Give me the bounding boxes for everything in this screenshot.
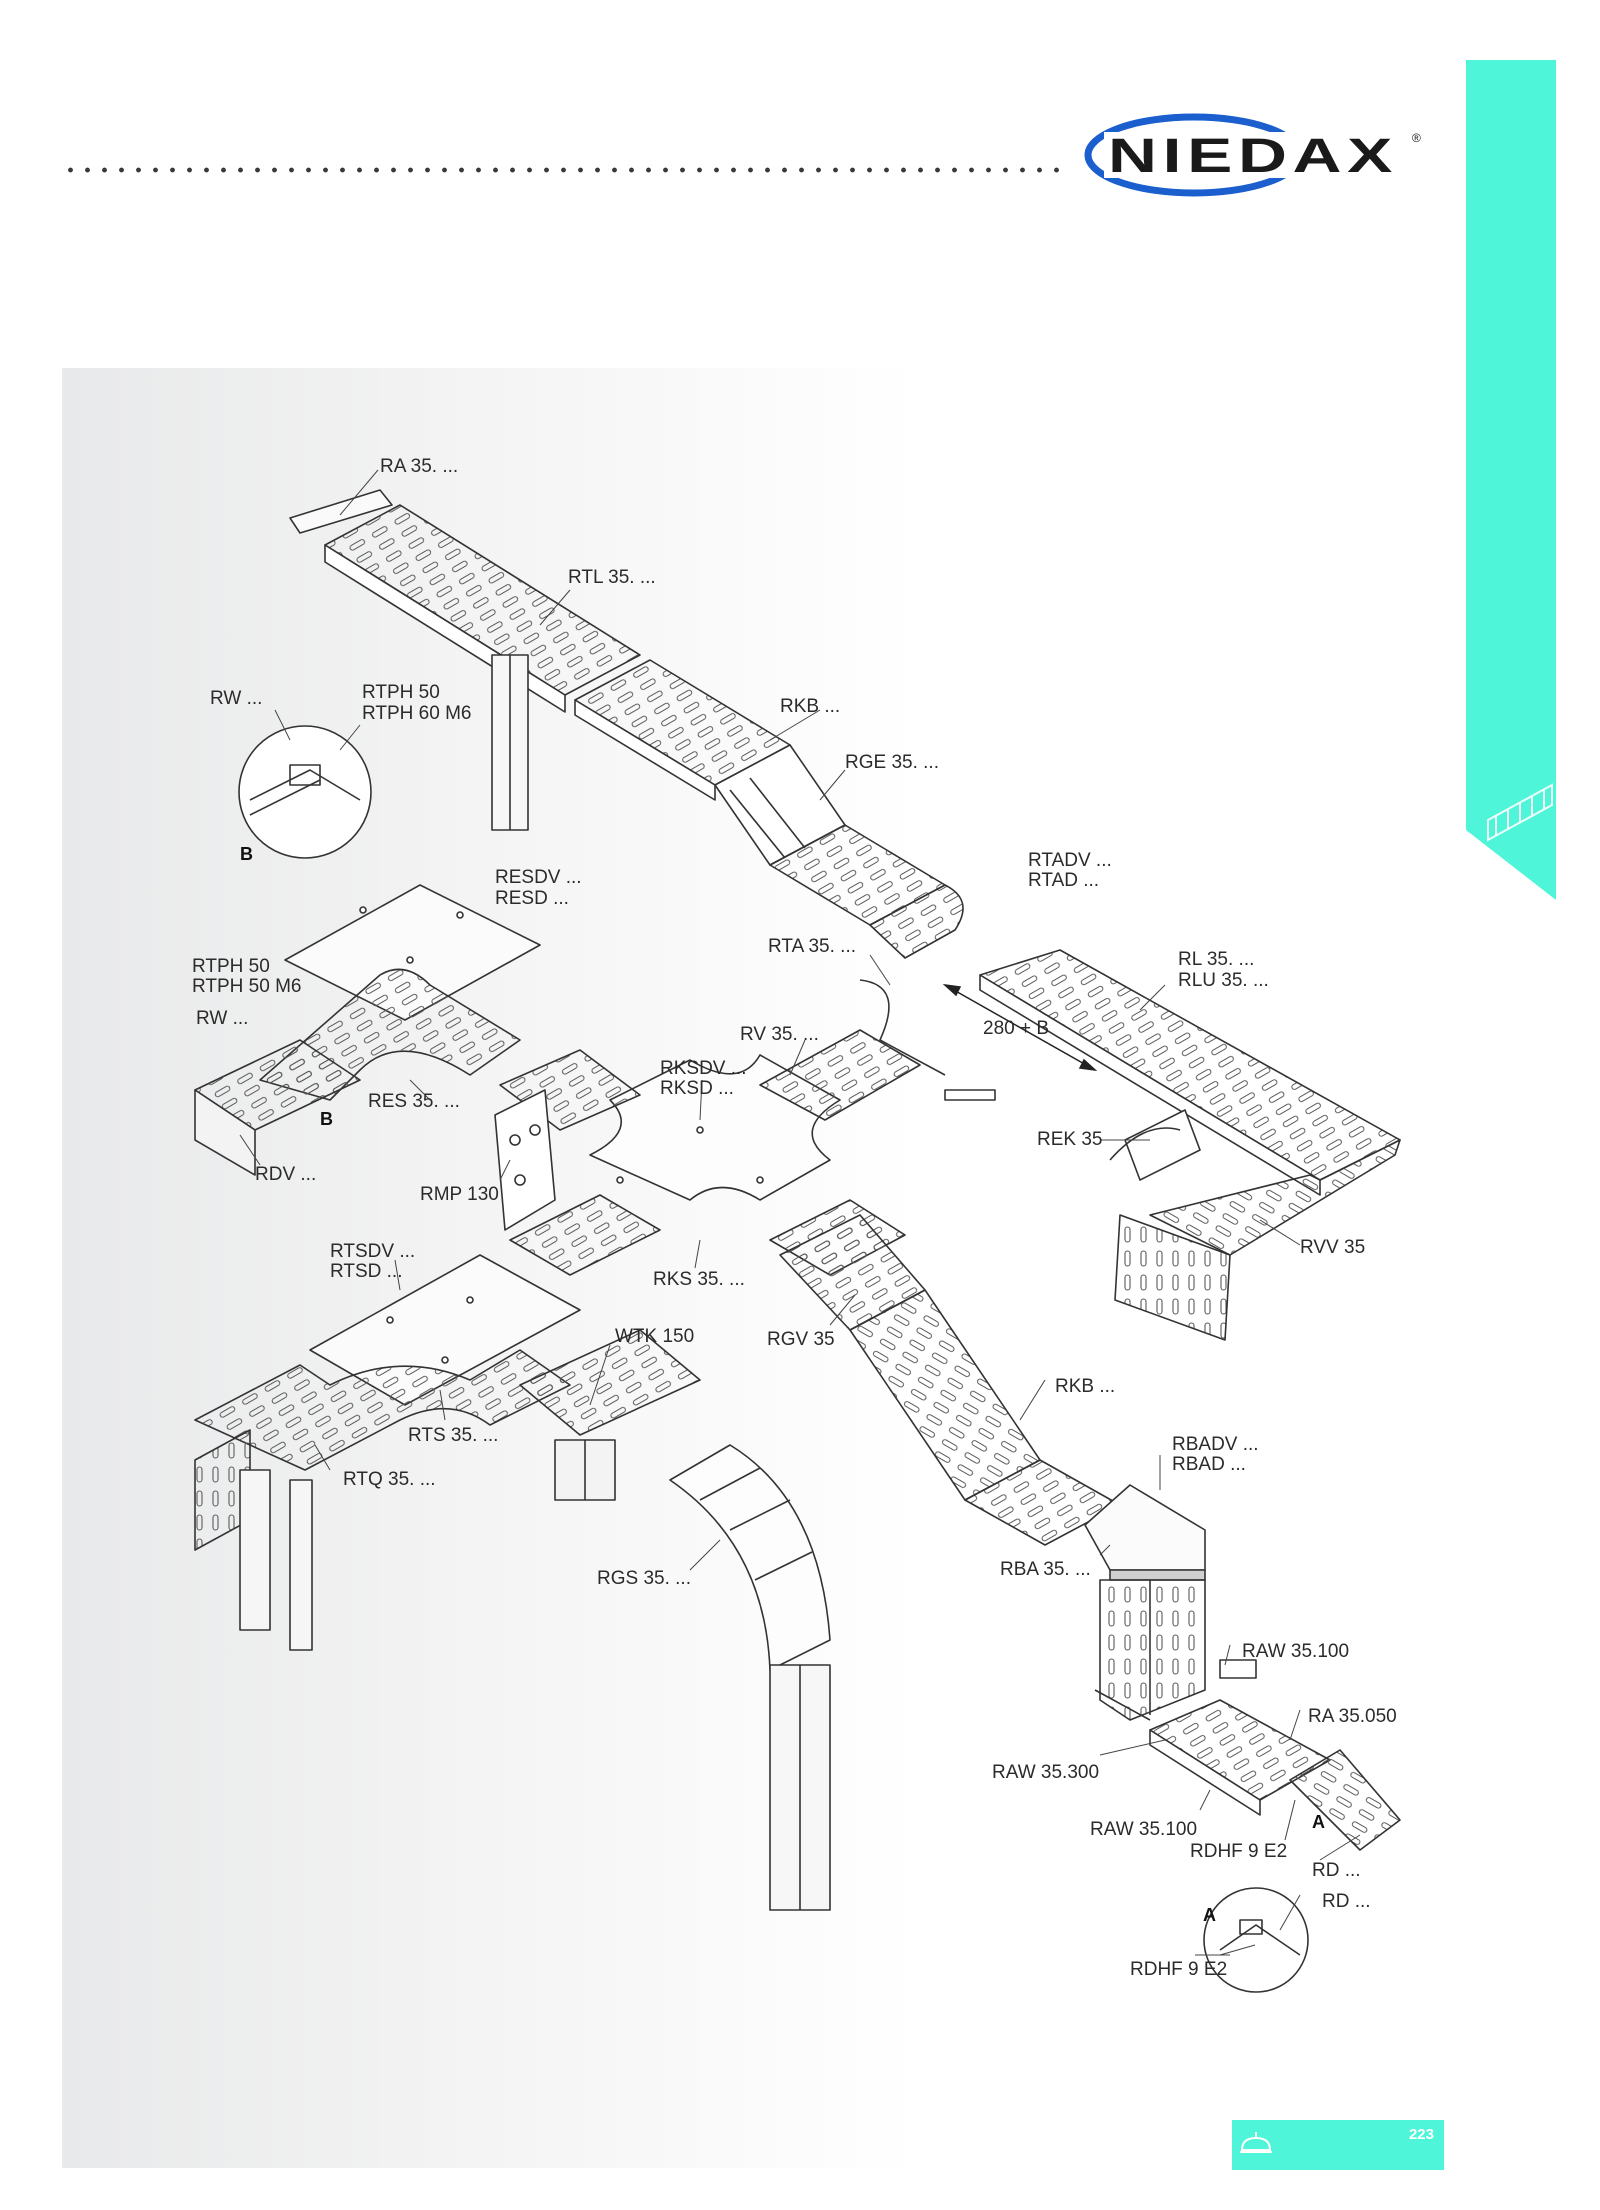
leader-lines — [239, 469, 1361, 1956]
label-wtk: WTK 150 — [615, 1326, 694, 1347]
label-rba: RBA 35. ... — [1000, 1559, 1091, 1580]
label-rbad: RBAD ... — [1172, 1454, 1246, 1475]
bend-rgs — [669, 1444, 831, 1911]
label-rek: REK 35 — [1037, 1129, 1102, 1150]
label-rtadv: RTADV ... — [1028, 850, 1112, 871]
label-rtph50-1: RTPH 50 — [362, 682, 440, 703]
label-raw300: RAW 35.300 — [992, 1762, 1099, 1783]
label-b-2: B — [320, 1109, 333, 1129]
label-raw100-2: RAW 35.100 — [1090, 1819, 1197, 1840]
tray-bottom-right — [1094, 1659, 1401, 1851]
label-rdv: RDV ... — [255, 1164, 316, 1185]
label-rtph60: RTPH 60 M6 — [362, 703, 471, 724]
label-rmp: RMP 130 — [420, 1184, 499, 1205]
dimension-280 — [942, 983, 1098, 1072]
tee-rts — [194, 1349, 571, 1651]
bracket-wtk — [519, 1329, 701, 1501]
label-rv: RV 35. ... — [740, 1024, 819, 1045]
side-tab — [1466, 60, 1556, 900]
label-rkb-1: RKB ... — [780, 696, 840, 717]
label-rksd: RKSD ... — [660, 1078, 734, 1099]
plate-rmp — [494, 1089, 556, 1231]
detail-circle-a — [1203, 1887, 1309, 1993]
label-rd-1: RD ... — [1312, 1860, 1361, 1881]
page-footer-tab: 223 — [1232, 2120, 1444, 2170]
slope-rgv — [779, 1214, 1121, 1546]
label-rw-2: RW ... — [196, 1008, 248, 1029]
svg-text:®: ® — [1412, 131, 1421, 145]
label-rksdv: RKSDV ... — [660, 1058, 747, 1079]
label-rta: RTA 35. ... — [768, 936, 856, 957]
label-raw100-1: RAW 35.100 — [1242, 1641, 1349, 1662]
elbow-res — [194, 968, 521, 1176]
label-rlu: RLU 35. ... — [1178, 970, 1269, 991]
label-resd: RESD ... — [495, 888, 569, 909]
label-a-1: A — [1312, 1812, 1325, 1832]
label-rks: RKS 35. ... — [653, 1269, 745, 1290]
label-rkb-2: RKB ... — [1055, 1376, 1115, 1397]
label-rtsdv: RTSDV ... — [330, 1241, 415, 1262]
label-rtph50m6: RTPH 50 M6 — [192, 976, 301, 997]
label-resdv: RESDV ... — [495, 867, 582, 888]
label-rtsd: RTSD ... — [330, 1261, 403, 1282]
callout-labels: RA 35. ... RTL 35. ... RW ... RTPH 50 RT… — [192, 456, 1397, 1980]
label-rts: RTS 35. ... — [408, 1425, 498, 1446]
label-rdhf-1: RDHF 9 E2 — [1190, 1841, 1287, 1862]
label-res: RES 35. ... — [368, 1091, 460, 1112]
label-ra: RA 35. ... — [380, 456, 458, 477]
label-ra050: RA 35.050 — [1308, 1706, 1397, 1727]
label-a-2: A — [1203, 1905, 1216, 1925]
page-number: 223 — [1408, 2126, 1434, 2143]
label-rgv: RGV 35 — [767, 1329, 835, 1350]
svg-text:NIEDAX: NIEDAX — [1108, 130, 1398, 183]
niedax-logo: NIEDAX ® — [1084, 113, 1421, 197]
label-rtl: RTL 35. ... — [568, 567, 656, 588]
label-rl: RL 35. ... — [1178, 949, 1254, 970]
label-rtph50-2: RTPH 50 — [192, 956, 270, 977]
cover-rbadv — [1084, 1484, 1206, 1581]
cable-tray-icon — [1240, 2132, 1272, 2153]
label-rtad: RTAD ... — [1028, 870, 1099, 891]
label-rgs: RGS 35. ... — [597, 1568, 691, 1589]
label-b-1: B — [240, 844, 253, 864]
riser-rba — [1099, 1579, 1206, 1721]
label-rtq: RTQ 35. ... — [343, 1469, 436, 1490]
tray-upper-straight — [574, 659, 964, 959]
tray-rtl — [289, 489, 641, 831]
label-rge: RGE 35. ... — [845, 752, 939, 773]
label-rvv: RVV 35 — [1300, 1237, 1365, 1258]
tray-rl — [979, 949, 1401, 1341]
label-rd-2: RD ... — [1322, 1891, 1371, 1912]
label-dimension: 280 + B — [983, 1018, 1049, 1039]
label-rbadv: RBADV ... — [1172, 1434, 1259, 1455]
label-rdhf-2: RDHF 9 E2 — [1130, 1959, 1227, 1980]
detail-circle-b — [238, 725, 372, 859]
label-rw-1: RW ... — [210, 688, 262, 709]
dotted-rule — [62, 166, 1062, 174]
